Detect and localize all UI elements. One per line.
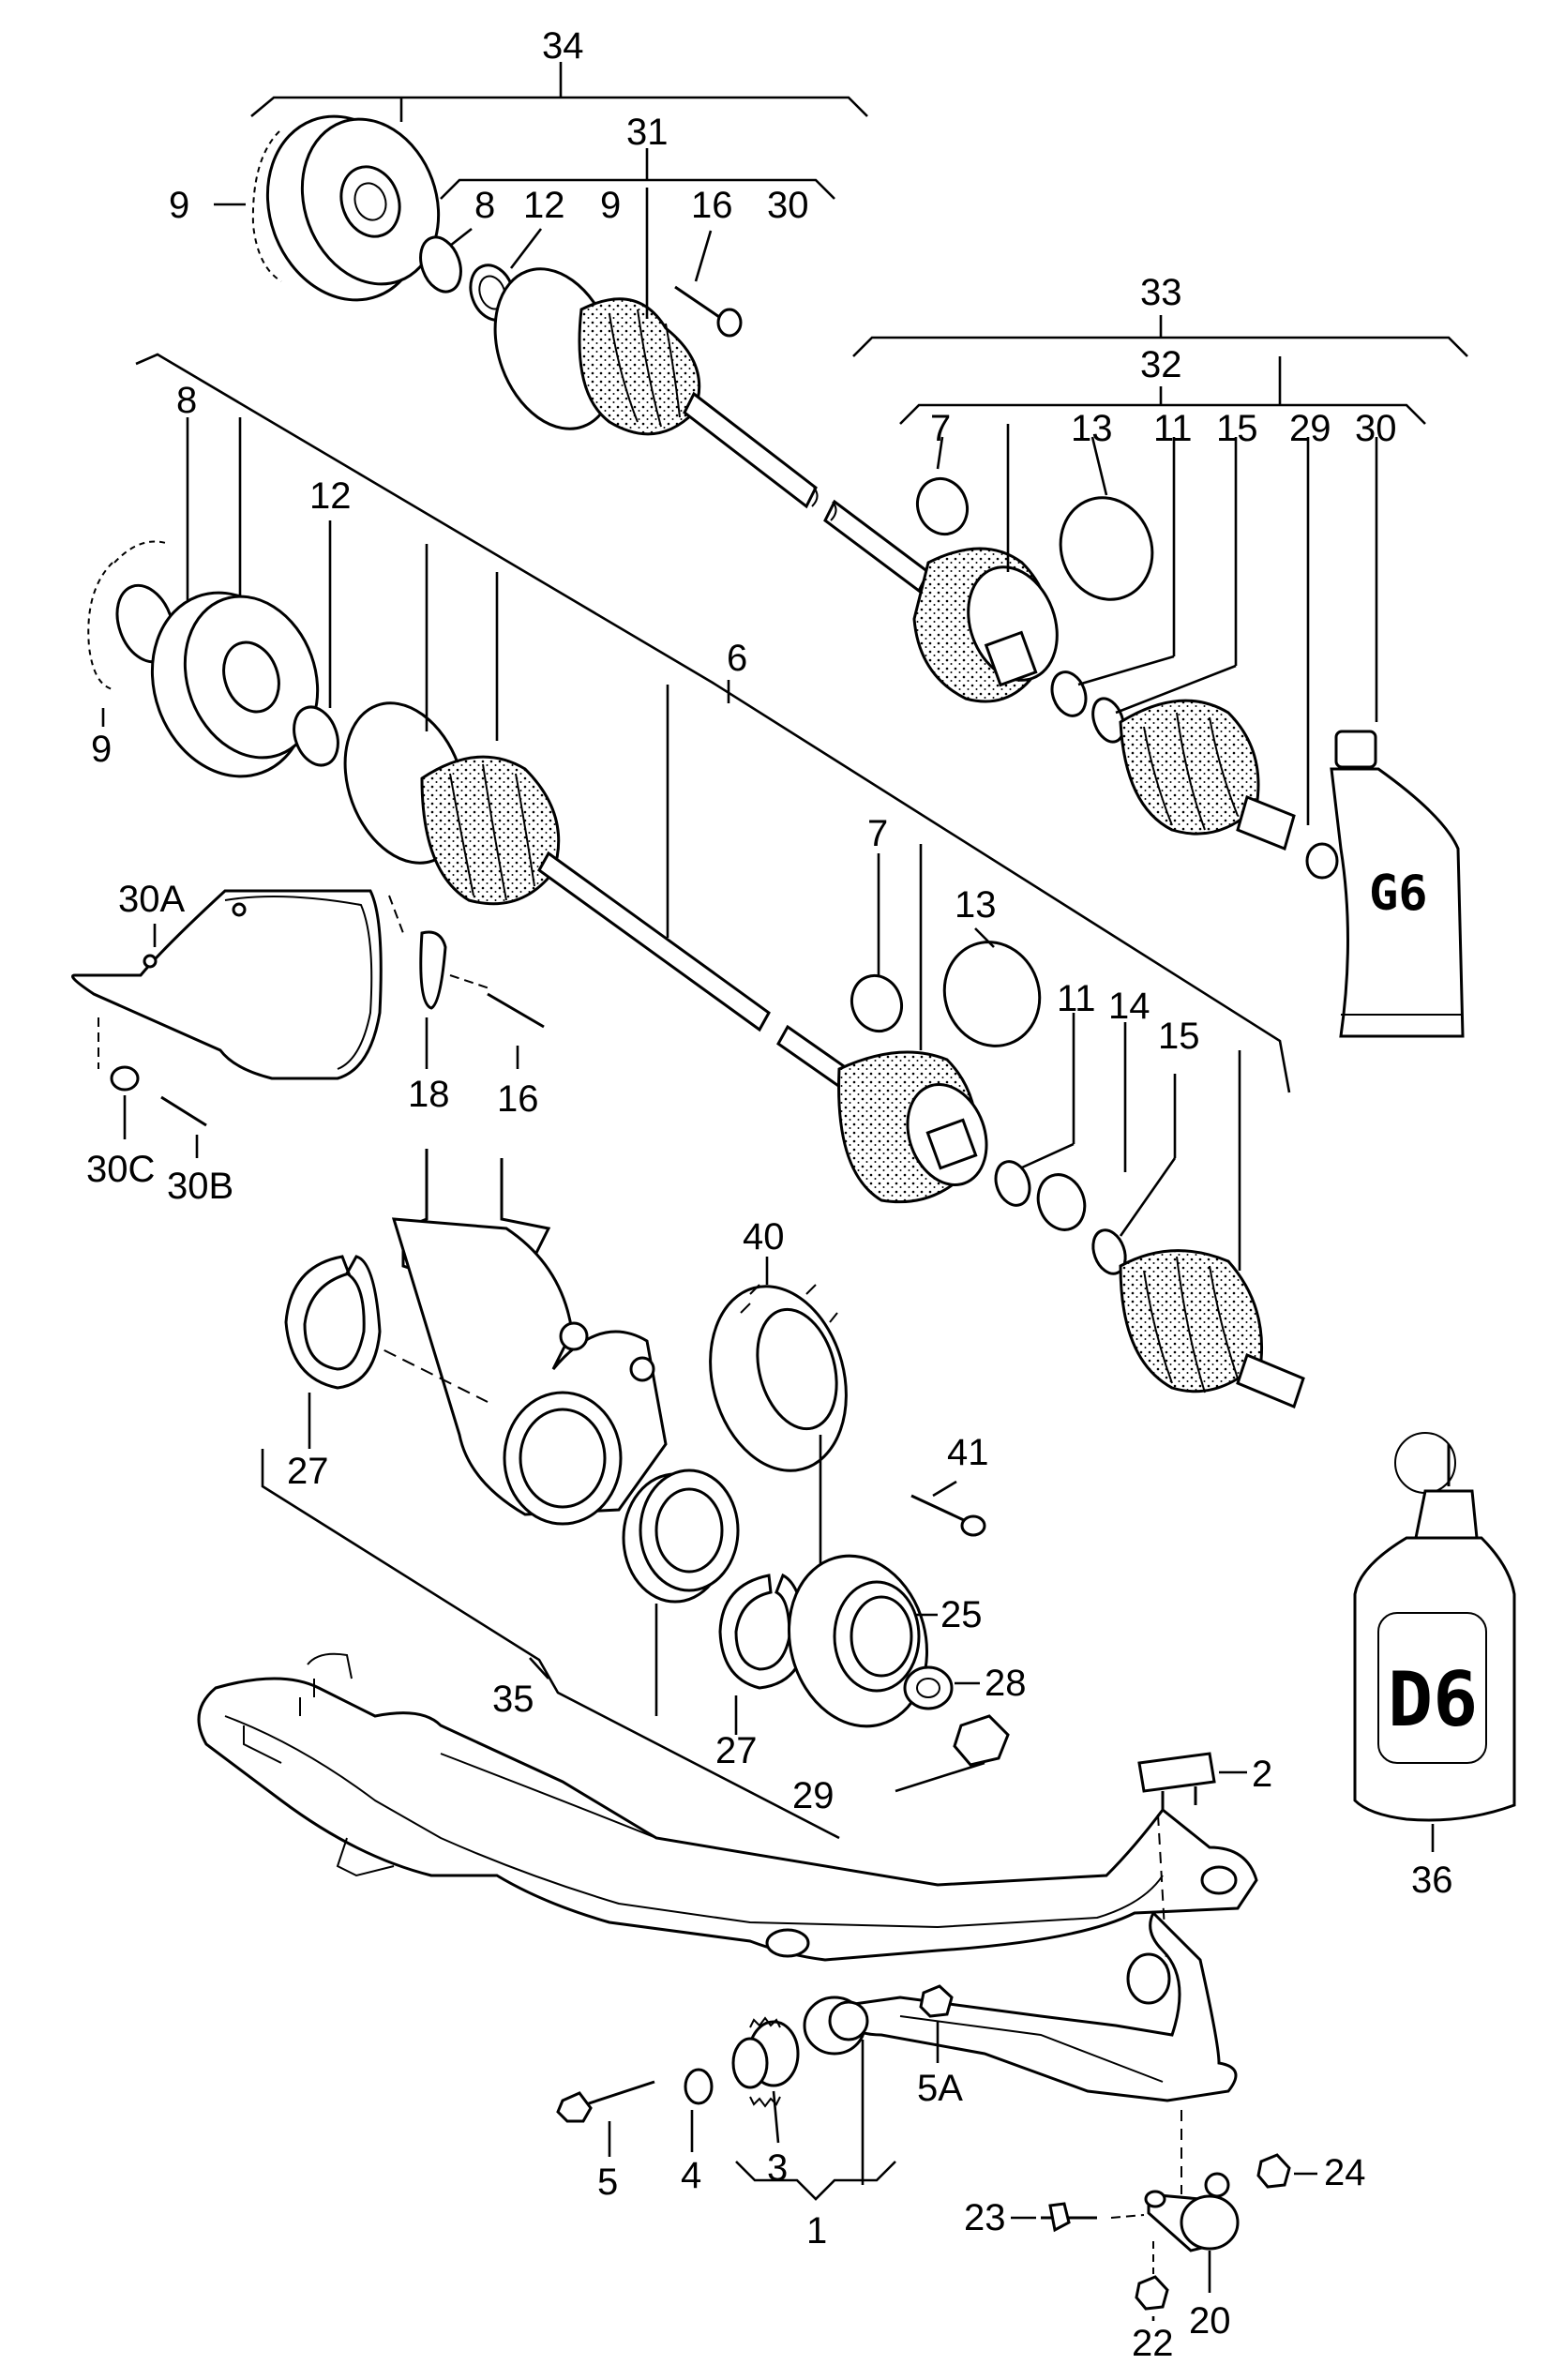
label-34: 34: [542, 25, 584, 67]
circlip-27-outer: [718, 1573, 808, 1690]
label-18: 18: [408, 1074, 450, 1115]
bolt-5: [582, 2080, 655, 2107]
washer-28: [903, 1665, 954, 1710]
clamp-13-lower: [942, 941, 1042, 1047]
bolt-16-upper: [674, 285, 743, 338]
label-11-lower: 11: [1057, 978, 1096, 1019]
label-13-lower: 13: [955, 884, 997, 926]
label-9-lower: 9: [91, 729, 112, 770]
clamp-7-upper: [916, 476, 969, 536]
label-30c: 30C: [86, 1149, 155, 1190]
ring-15-upper: [1091, 697, 1125, 744]
sleeve-14: [1036, 1173, 1087, 1231]
label-8-lower: 8: [176, 380, 197, 421]
label-41: 41: [947, 1432, 989, 1473]
label-29-upper: 29: [1289, 408, 1331, 449]
ball-joint-20: [1180, 2194, 1240, 2251]
label-9-shaft: 9: [600, 185, 621, 226]
outer-cv-joint-upper: [251, 98, 441, 302]
label-30-tube: 30: [1355, 408, 1397, 449]
label-7-lower: 7: [867, 813, 888, 854]
label-4: 4: [681, 2155, 701, 2196]
circlip-8-upper: [419, 235, 462, 294]
label-29-lower: 29: [792, 1775, 835, 1816]
ring-11-lower: [994, 1160, 1031, 1207]
label-33: 33: [1140, 272, 1182, 313]
label-6: 6: [727, 638, 747, 679]
bolt-16-lower: [487, 992, 545, 1029]
label-31: 31: [626, 112, 669, 153]
control-arm: [833, 1910, 1238, 2102]
boot-lower-right: [1119, 1249, 1264, 1393]
label-13-upper: 13: [1071, 408, 1113, 449]
mounting-bracket-2: [1137, 1752, 1216, 1793]
nut-5a: [919, 1984, 954, 2018]
screw-41: [910, 1494, 967, 1523]
label-1: 1: [806, 2210, 827, 2252]
clamp-13-upper: [1059, 496, 1154, 601]
label-30b: 30B: [167, 1166, 233, 1207]
subframe-control-arm-assembly: [197, 1652, 1317, 2321]
label-27-outer: 27: [715, 1730, 758, 1771]
label-16-upper: 16: [691, 185, 733, 226]
label-30a: 30A: [118, 879, 185, 920]
ring-11-upper: [1050, 670, 1088, 717]
label-28: 28: [985, 1663, 1027, 1704]
label-15-upper: 15: [1216, 408, 1258, 449]
washer-30c: [110, 1065, 140, 1092]
nut-22: [1135, 2275, 1169, 2311]
label-2: 2: [1252, 1754, 1272, 1795]
clip-18: [419, 930, 447, 1010]
label-7-upper: 7: [930, 408, 951, 449]
label-36: 36: [1411, 1860, 1453, 1901]
label-5a: 5A: [917, 2068, 963, 2109]
label-40: 40: [743, 1216, 785, 1258]
oil-bottle-label: D6: [1388, 1656, 1478, 1743]
grease-tube-label: G6: [1369, 866, 1428, 922]
wheel-bearing-housing-assembly: [261, 1149, 1010, 1840]
label-32: 32: [1140, 344, 1182, 385]
circlip-27-inner: [284, 1255, 382, 1390]
clamp-7-lower: [850, 973, 903, 1033]
oil-bottle-d6: D6: [1353, 1432, 1516, 1852]
label-11-upper: 11: [1153, 408, 1193, 449]
label-25: 25: [940, 1594, 983, 1635]
boot-lower-inner: [420, 755, 561, 906]
grease-tube-g6: G6: [1330, 730, 1465, 1038]
ring-15-lower: [1091, 1228, 1127, 1275]
subframe: [197, 1677, 1258, 1962]
washer-4: [684, 2068, 714, 2105]
label-15-lower: 15: [1158, 1016, 1200, 1057]
label-16-lower: 16: [497, 1078, 539, 1120]
label-23: 23: [964, 2197, 1006, 2238]
nut-29-lower: [953, 1714, 1010, 1767]
nut-24: [1256, 2153, 1291, 2189]
washer-12-lower: [293, 705, 339, 767]
heat-shield-30a: [71, 889, 383, 1080]
label-12-upper: 12: [523, 185, 565, 226]
label-5: 5: [597, 2162, 618, 2203]
label-24: 24: [1324, 2152, 1366, 2193]
part-number-labels: 34 31 9 8 12 9 16 30 33 32 7 13 11 15 29…: [86, 25, 1453, 2364]
label-9-upper: 9: [169, 185, 189, 226]
label-35: 35: [492, 1679, 534, 1720]
label-12-lower: 12: [309, 475, 352, 517]
label-14: 14: [1108, 986, 1150, 1027]
upper-drive-shaft-assembly: G6: [214, 62, 1468, 1038]
nut-29-upper: [1305, 842, 1339, 880]
label-3: 3: [767, 2147, 788, 2189]
label-20: 20: [1189, 2300, 1231, 2342]
label-8-upper: 8: [474, 185, 495, 226]
lower-drive-shaft-assembly: [71, 353, 1305, 1409]
label-27-inner: 27: [287, 1451, 329, 1492]
label-30-upper: 30: [767, 185, 809, 226]
label-22: 22: [1132, 2323, 1174, 2364]
